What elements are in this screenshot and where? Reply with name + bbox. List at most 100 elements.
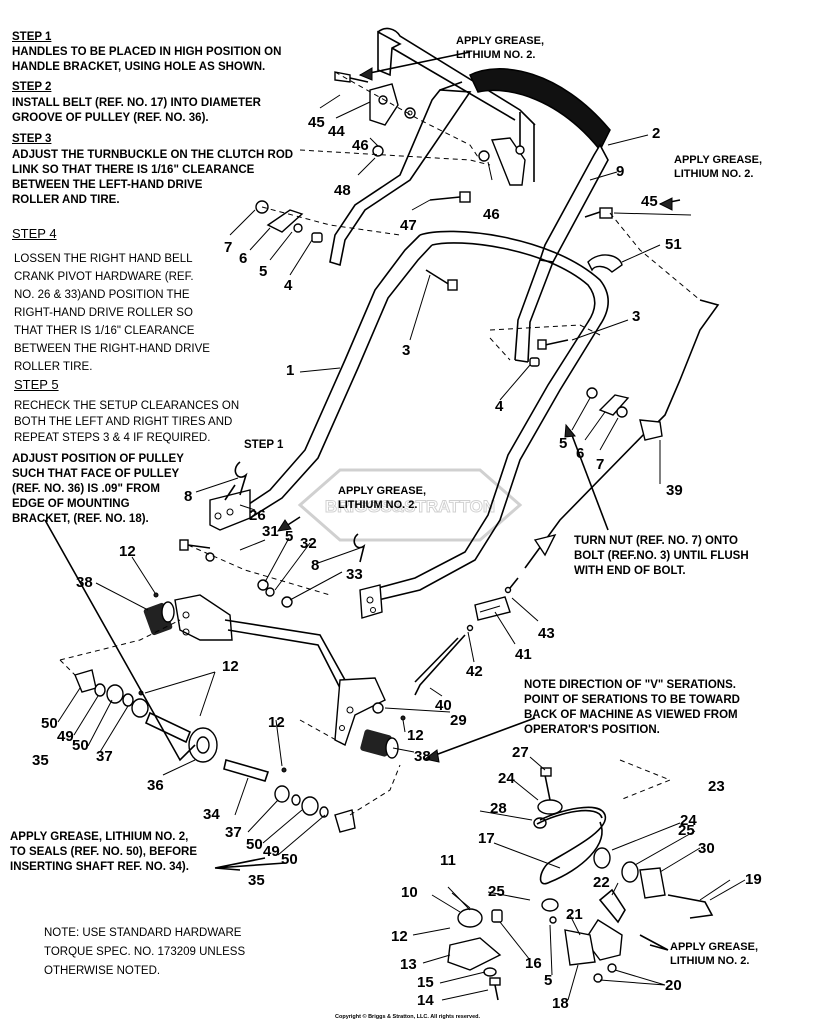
drive-roller-right	[360, 729, 399, 759]
grease-note-top: APPLY GREASE, LITHIUM NO. 2.	[456, 35, 545, 61]
ref-label-6: 6	[239, 250, 248, 267]
ref-label-48: 48	[334, 182, 351, 199]
ref-label-50-d: 50	[281, 851, 298, 868]
ref-label-8-mid: 8	[311, 557, 320, 574]
step4-heading: STEP 4	[12, 226, 57, 241]
ref-label-46: 46	[352, 137, 369, 154]
ref-label-12-lower: 12	[391, 928, 408, 945]
step1-callout: STEP 1	[244, 439, 284, 451]
ref-label-20: 20	[665, 977, 682, 994]
ref-label-38: 38	[76, 574, 93, 591]
ref-label-47: 47	[400, 217, 417, 234]
ref-label-5: 5	[259, 263, 268, 280]
ref-label-2: 2	[652, 125, 661, 142]
watermark-logo: BRIGGS&STRATTON	[297, 468, 523, 542]
ref-label-37: 37	[96, 748, 113, 765]
lower-handle	[209, 230, 610, 619]
ref-label-12-shaft: 12	[268, 714, 285, 731]
ref-label-7-right: 7	[596, 456, 605, 473]
ref-label-13: 13	[400, 956, 417, 973]
ref-label-16: 16	[525, 955, 542, 972]
ref-label-35: 35	[32, 752, 49, 769]
ref-label-5-lower: 5	[544, 972, 553, 989]
ref-label-27: 27	[512, 744, 529, 761]
grease-note-bottom: APPLY GREASE, LITHIUM NO. 2.	[670, 941, 759, 967]
step2-text: INSTALL BELT (REF. NO. 17) INTO DIAMETER…	[12, 97, 261, 124]
ref-label-7: 7	[224, 239, 233, 256]
ref-label-3: 3	[402, 342, 411, 359]
hardware-torque-note: NOTE: USE STANDARD HARDWARE TORQUE SPEC.…	[44, 927, 246, 977]
turn-nut-note: TURN NUT (REF. NO. 7) ONTO BOLT (REF.NO.…	[574, 535, 749, 577]
ref-label-24: 24	[498, 770, 515, 787]
leader-lines	[44, 51, 746, 1001]
step2-heading: STEP 2	[12, 81, 52, 93]
step5-heading: STEP 5	[14, 377, 59, 392]
ref-label-15: 15	[417, 974, 434, 991]
ref-label-35-right: 35	[248, 872, 265, 889]
ref-label-34: 34	[203, 806, 220, 823]
v-serations-note: NOTE DIRECTION OF "V" SERATIONS. POINT O…	[524, 679, 740, 736]
ref-label-25: 25	[678, 822, 695, 839]
bell-crank-assembly	[143, 594, 399, 759]
grease-note-middle: APPLY GREASE, LITHIUM NO. 2.	[338, 485, 427, 511]
ref-label-26: 26	[249, 507, 266, 524]
ref-label-25-lower: 25	[488, 883, 505, 900]
ref-label-44: 44	[328, 123, 345, 140]
ref-label-9: 9	[616, 163, 625, 180]
ref-label-11: 11	[440, 852, 456, 869]
ref-label-45-right: 45	[641, 193, 658, 210]
step3-text: ADJUST THE TURNBUCKLE ON THE CLUTCH ROD …	[12, 149, 294, 206]
alignment-lines	[59, 71, 701, 816]
step1-heading: STEP 1	[12, 31, 52, 43]
ref-label-31: 31	[262, 523, 279, 540]
step5-text: RECHECK THE SETUP CLEARANCES ON BOTH THE…	[14, 400, 240, 444]
ref-label-37-right: 37	[225, 824, 242, 841]
ref-label-28: 28	[490, 800, 507, 817]
step3-heading: STEP 3	[12, 133, 52, 145]
ref-label-50: 50	[41, 715, 58, 732]
ref-label-5-right: 5	[559, 435, 568, 452]
upper-handle	[329, 27, 611, 363]
ref-label-10: 10	[401, 884, 418, 901]
ref-label-50-b: 50	[72, 737, 89, 754]
copyright-text: Copyright © Briggs & Stratton, LLC. All …	[335, 1014, 481, 1020]
step1-text: HANDLES TO BE PLACED IN HIGH POSITION ON…	[12, 46, 282, 73]
ref-label-40: 40	[435, 697, 452, 714]
ref-label-23: 23	[708, 778, 725, 795]
ref-label-12-right: 12	[407, 727, 424, 744]
ref-label-4: 4	[284, 277, 293, 294]
ref-label-41: 41	[515, 646, 532, 663]
ref-label-14: 14	[417, 992, 434, 1009]
ref-label-42: 42	[466, 663, 483, 680]
ref-label-18: 18	[552, 995, 569, 1012]
ref-label-51: 51	[665, 236, 682, 253]
step4-text: LOSSEN THE RIGHT HAND BELL CRANK PIVOT H…	[14, 253, 210, 373]
ref-label-29: 29	[450, 712, 467, 729]
ref-label-5-mid: 5	[285, 528, 294, 545]
ref-label-50-c: 50	[246, 836, 263, 853]
grease-note-right: APPLY GREASE, LITHIUM NO. 2.	[674, 154, 763, 180]
ref-label-39: 39	[666, 482, 683, 499]
svg-text:BRIGGS&STRATTON: BRIGGS&STRATTON	[325, 497, 495, 516]
ref-label-22: 22	[593, 874, 610, 891]
ref-label-49: 49	[57, 728, 74, 745]
clutch-rod	[414, 299, 720, 696]
ref-label-12-left: 12	[222, 658, 239, 675]
ref-label-45: 45	[308, 114, 325, 131]
ref-label-8: 8	[184, 488, 193, 505]
ref-label-12: 12	[119, 543, 136, 560]
ref-label-19: 19	[745, 871, 762, 888]
ref-label-32: 32	[300, 535, 317, 552]
ref-label-6-right: 6	[576, 445, 585, 462]
pulley-note: ADJUST POSITION OF PULLEY SUCH THAT FACE…	[12, 453, 184, 525]
ref-label-46-right: 46	[483, 206, 500, 223]
lower-right-assembly	[447, 767, 714, 1001]
ref-label-17: 17	[478, 830, 495, 847]
ref-label-43: 43	[538, 625, 555, 642]
ref-label-21: 21	[566, 906, 583, 923]
ref-label-30: 30	[698, 840, 715, 857]
ref-label-38-right: 38	[414, 748, 431, 765]
ref-label-4-right: 4	[495, 398, 504, 415]
